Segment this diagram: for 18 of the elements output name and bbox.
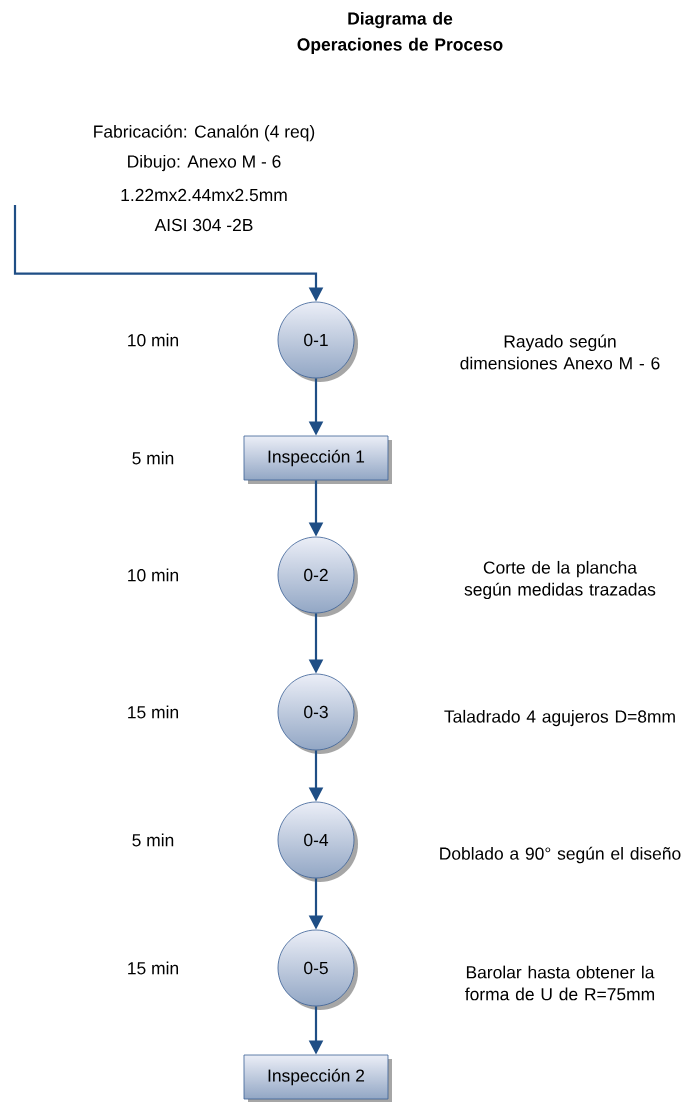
material-note: 1.22mx2.44mx2.5mm [121, 188, 287, 202]
operation-description: Corte de la plancha según medidas trazadas [464, 560, 656, 600]
operation-description: Taladrado 4 agujeros D=8mm [444, 709, 675, 727]
material-note: Dibujo: Anexo M - 6 [128, 154, 281, 172]
time-label: 15 min [128, 705, 178, 719]
time-label: 15 min [128, 961, 178, 975]
time-label: 5 min [132, 451, 174, 465]
time-label: 10 min [128, 568, 178, 582]
operation-description: Doblado a 90° según el diseño [440, 846, 681, 864]
time-label: 10 min [128, 333, 178, 347]
operation-description: Barolar hasta obtener la forma de U de R=75mm [465, 965, 655, 1001]
time-label: 5 min [132, 833, 174, 847]
inspection-box: Inspección 1 [243, 435, 392, 484]
title: Diagrama de Operaciones de Proceso [297, 11, 503, 55]
material-note: AISI 304 -2B [154, 218, 253, 232]
material-note: Fabricación: Canalón (4 req) [94, 124, 315, 142]
inspection-box: Inspección 2 [243, 1054, 392, 1102]
operation-description: Rayado según dimensiones Anexo M - 6 [460, 334, 660, 370]
